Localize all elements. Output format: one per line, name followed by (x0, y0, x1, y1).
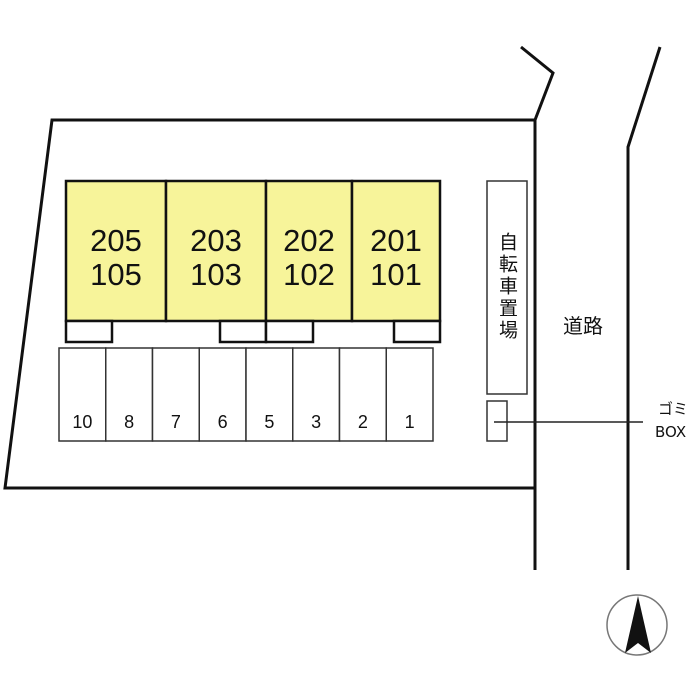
parking-space-5: 5 (245, 347, 294, 442)
parking-space-1: 1 (385, 347, 434, 442)
parking-space-10: 10 (58, 347, 107, 442)
road-left-edge (520, 45, 555, 121)
garbage-label-1: ゴミ (658, 400, 688, 418)
parking-area: 10 8 7 6 5 3 2 1 (58, 347, 434, 442)
unit-number-lower: 105 (90, 257, 142, 292)
bicycle-parking-label: 自転車置場 (496, 232, 518, 342)
balconies (64, 319, 442, 344)
garbage-label-2: BOX (655, 423, 686, 441)
parking-number: 3 (311, 412, 321, 432)
bicycle-parking (486, 180, 528, 395)
unit-number-upper: 205 (90, 223, 142, 258)
unit-number-upper: 202 (283, 223, 335, 258)
unit-number-lower: 103 (190, 257, 242, 292)
road-label: 道路 (563, 314, 603, 338)
parking-number: 6 (218, 412, 228, 432)
unit-number-upper: 201 (370, 223, 422, 258)
parking-number: 5 (264, 412, 274, 432)
parking-space-7: 7 (151, 347, 200, 442)
unit-number-lower: 101 (370, 257, 422, 292)
parking-number: 10 (72, 412, 92, 432)
parking-space-8: 8 (105, 347, 154, 442)
parking-number: 8 (124, 412, 134, 432)
road-right-edge (626, 46, 662, 570)
parking-number: 2 (358, 412, 368, 432)
parking-number: 7 (171, 412, 181, 432)
garbage-box (486, 400, 508, 442)
parking-number: 1 (405, 412, 415, 432)
parking-space-3: 3 (292, 347, 341, 442)
parking-space-6: 6 (198, 347, 247, 442)
unit-number-lower: 102 (283, 257, 335, 292)
north-arrow-icon (606, 594, 668, 656)
unit-number-upper: 203 (190, 223, 242, 258)
parking-space-2: 2 (338, 347, 387, 442)
lot-boundary (3, 118, 537, 570)
